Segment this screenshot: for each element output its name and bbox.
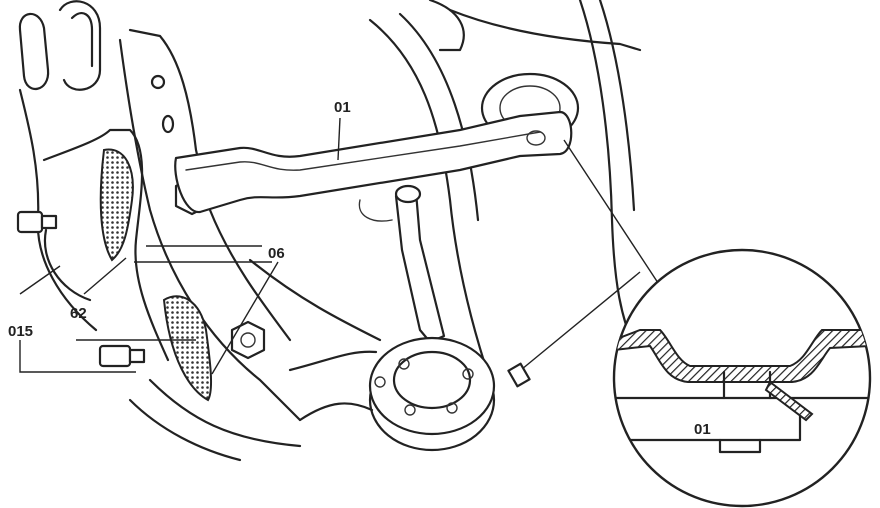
frame-rail (368, 0, 642, 382)
leader-lines (19, 117, 341, 375)
detail-inset (612, 248, 872, 508)
callout-brace-bar: 01 (334, 99, 351, 116)
shim-lower (162, 295, 213, 402)
brace-bar (174, 110, 573, 214)
subframe (42, 28, 302, 462)
bolt-lower-left (98, 344, 146, 368)
callout-subframe: 015 (8, 323, 33, 340)
callout-shim: 62 (70, 305, 87, 322)
callout-labels: 01 06 62 015 01 (8, 99, 711, 438)
wheel-hub (368, 336, 496, 452)
detail-pointer (507, 139, 665, 388)
link-rod (358, 184, 446, 344)
bolt-upper-left (16, 210, 58, 234)
shim-upper (99, 148, 134, 262)
lower-arm (248, 258, 382, 422)
callout-bolt: 06 (268, 245, 285, 262)
bolt-lower (230, 320, 266, 360)
callout-detail-part: 01 (694, 421, 711, 438)
